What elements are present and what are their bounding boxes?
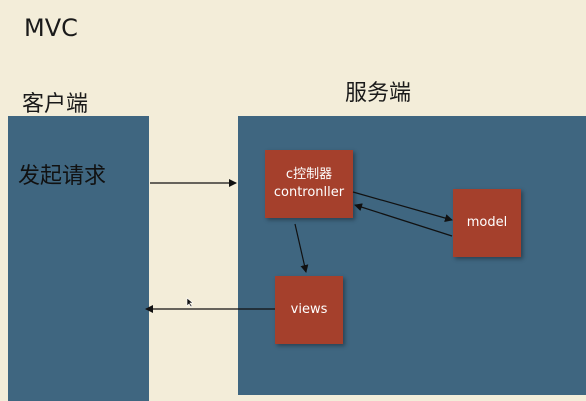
client-panel	[8, 116, 149, 401]
controller-label-line1: c控制器	[285, 167, 333, 182]
controller-box: c控制器 contronller	[265, 150, 353, 218]
model-to-controller-arrow	[354, 203, 453, 237]
client-title: 客户端	[22, 92, 89, 117]
controller-to-model-arrow	[352, 191, 453, 222]
controller-to-views-arrow	[294, 223, 309, 273]
views-box: views	[275, 276, 343, 344]
controller-label-line2: contronller	[273, 185, 345, 200]
request-label: 发起请求	[18, 164, 107, 189]
diagram-title: MVC	[24, 14, 78, 42]
model-box: model	[453, 189, 521, 257]
views-label: views	[290, 302, 328, 317]
model-label: model	[466, 215, 508, 230]
server-title: 服务端	[345, 81, 412, 106]
mouse-cursor-icon	[186, 297, 194, 308]
